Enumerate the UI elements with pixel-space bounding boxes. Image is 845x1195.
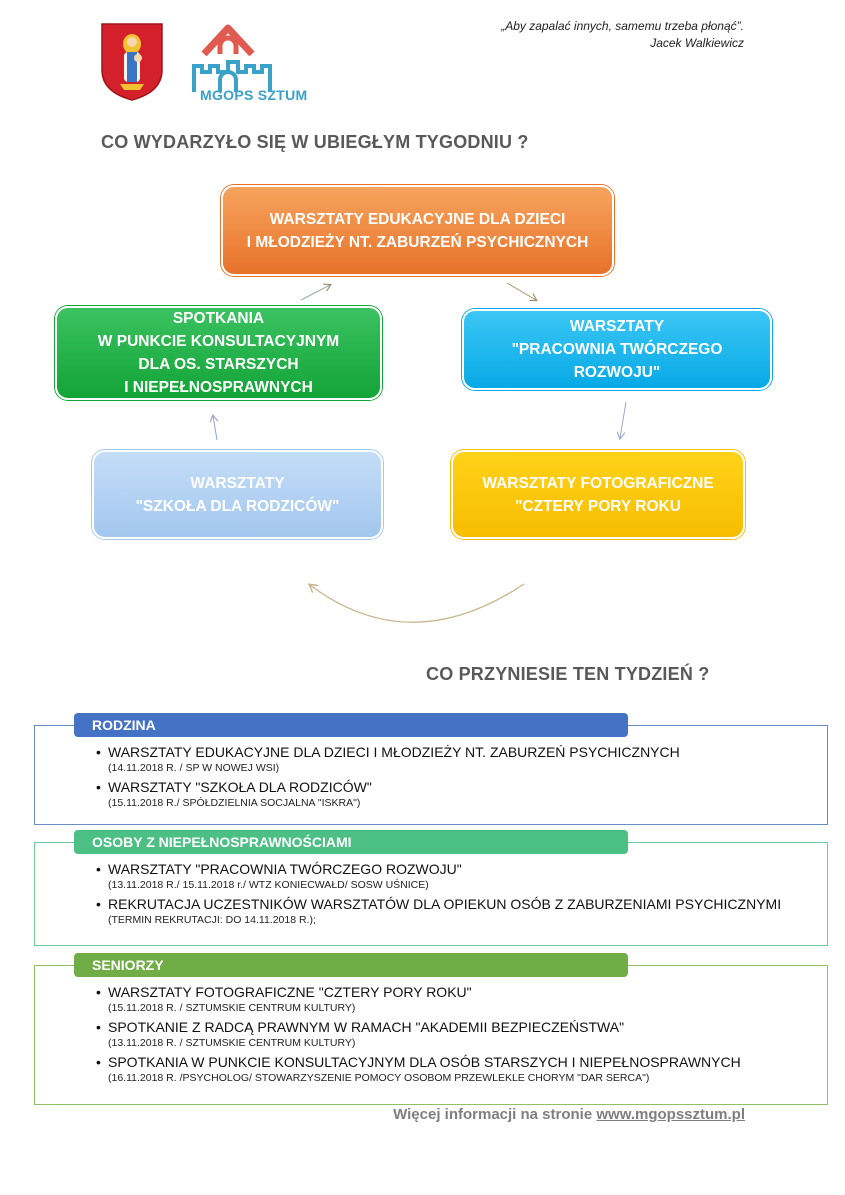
mgops-logo-icon [192, 24, 272, 92]
item-details: (13.11.2018 R./ 15.11.2018 r./ WTZ KONIE… [108, 879, 429, 891]
section-header: OSOBY Z NIEPEŁNOSPRAWNOŚCIAMI [74, 830, 628, 854]
item-details: (15.11.2018 R. / SZTUMSKIE CENTRUM KULTU… [108, 1002, 356, 1014]
section-header: SENIORZY [74, 953, 628, 977]
list-item: SPOTKANIA W PUNKCIE KONSULTACYJNYM DLA O… [96, 1053, 796, 1086]
cycle-box-consultation-meetings: SPOTKANIA W PUNKCIE KONSULTACYJNYM DLA O… [55, 306, 382, 400]
item-title: SPOTKANIE Z RADCĄ PRAWNYM W RAMACH "AKAD… [108, 1019, 625, 1035]
cycle-box-education-workshops: WARSZTATY EDUKACYJNE DLA DZIECI I MŁODZI… [221, 185, 614, 276]
arrow-left-to-top [300, 285, 330, 301]
item-details: (14.11.2018 R. / SP W NOWEJ WSI) [108, 762, 280, 774]
cycle-box-label: WARSZTATY FOTOGRAFICZNE "CZTERY PORY ROK… [482, 474, 714, 515]
section-header: RODZINA [74, 713, 628, 737]
item-title: REKRUTACJA UCZESTNIKÓW WARSZTATÓW DLA OP… [108, 896, 782, 912]
list-item: WARSZTATY "SZKOŁA DLA RODZICÓW" (15.11.20… [96, 778, 796, 811]
footer-text: Więcej informacji na stronie [393, 1106, 597, 1123]
item-title: WARSZTATY FOTOGRAFICZNE "CZTERY PORY ROK… [108, 984, 472, 1000]
cycle-box-label: WARSZTATY EDUKACYJNE DLA DZIECI I MŁODZI… [246, 210, 589, 251]
arrow-bottom-right-to-bottom-left [310, 584, 525, 623]
cycle-box-creative-development: WARSZTATY "PRACOWNIA TWÓRCZEGO ROZWOJU" [462, 309, 772, 390]
list-item: WARSZTATY EDUKACYJNE DLA DZIECI I MŁODZI… [96, 743, 796, 776]
cycle-box-photography-workshops: WARSZTATY FOTOGRAFICZNE "CZTERY PORY ROK… [451, 450, 745, 539]
footer: Więcej informacji na stronie www.mgopssz… [393, 1106, 745, 1123]
list-item: SPOTKANIE Z RADCĄ PRAWNYM W RAMACH "AKAD… [96, 1018, 796, 1051]
item-title: WARSZTATY "PRACOWNIA TWÓRCZEGO ROZWOJU" [108, 861, 462, 877]
logo-text: MGOPS SZTUM [200, 87, 308, 103]
cycle-box-parents-school: WARSZTATY "SZKOŁA DLA RODZICÓW" [92, 450, 383, 539]
arrow-top-to-right [506, 282, 536, 300]
item-details: (16.11.2018 R. /PSYCHOLOG/ STOWARZYSZENI… [108, 1072, 650, 1084]
section-item-list: WARSZTATY EDUKACYJNE DLA DZIECI I MŁODZI… [96, 743, 796, 813]
cycle-box-label: SPOTKANIA W PUNKCIE KONSULTACYJNYM DLA O… [97, 310, 340, 396]
section-title-next-week: CO PRZYNIESIE TEN TYDZIEŃ ? [426, 664, 710, 684]
cycle-box-label: WARSZTATY "PRACOWNIA TWÓRCZEGO ROZWOJU" [511, 318, 723, 381]
item-title: WARSZTATY "SZKOŁA DLA RODZICÓW" [108, 779, 372, 795]
section-item-list: WARSZTATY FOTOGRAFICZNE "CZTERY PORY ROK… [96, 983, 796, 1088]
coat-of-arms-icon [101, 23, 163, 101]
list-item: REKRUTACJA UCZESTNIKÓW WARSZTATÓW DLA OP… [96, 895, 796, 928]
list-item: WARSZTATY "PRACOWNIA TWÓRCZEGO ROZWOJU" (… [96, 860, 796, 893]
section-title-past-week: CO WYDARZYŁO SIĘ W UBIEGŁYM TYGODNIU ? [101, 132, 529, 152]
item-details: (15.11.2018 R./ SPÓŁDZIELNIA SOCJALNA "I… [108, 797, 361, 809]
item-title: SPOTKANIA W PUNKCIE KONSULTACYJNYM DLA O… [108, 1054, 741, 1070]
section-item-list: WARSZTATY "PRACOWNIA TWÓRCZEGO ROZWOJU" (… [96, 860, 796, 930]
cycle-arrows [0, 282, 627, 623]
item-title: WARSZTATY EDUKACYJNE DLA DZIECI I MŁODZI… [108, 744, 680, 760]
quote-author: Jacek Walkiewicz [650, 36, 744, 50]
quote: „Aby zapalać innych, samemu trzeba płoną… [501, 18, 744, 52]
website-link[interactable]: www.mgopssztum.pl [596, 1106, 745, 1123]
quote-text: „Aby zapalać innych, samemu trzeba płoną… [501, 19, 744, 33]
item-details: (13.11.2018 R. / SZTUMSKIE CENTRUM KULTU… [108, 1037, 356, 1049]
item-details: (TERMIN REKRUTACJI: DO 14.11.2018 R.); [108, 914, 316, 926]
arrow-right-to-bottom-right [620, 401, 627, 438]
arrow-bottom-left-to-left [213, 416, 217, 441]
cycle-box-label: WARSZTATY "SZKOŁA DLA RODZICÓW" [135, 474, 340, 515]
list-item: WARSZTATY FOTOGRAFICZNE "CZTERY PORY ROK… [96, 983, 796, 1016]
